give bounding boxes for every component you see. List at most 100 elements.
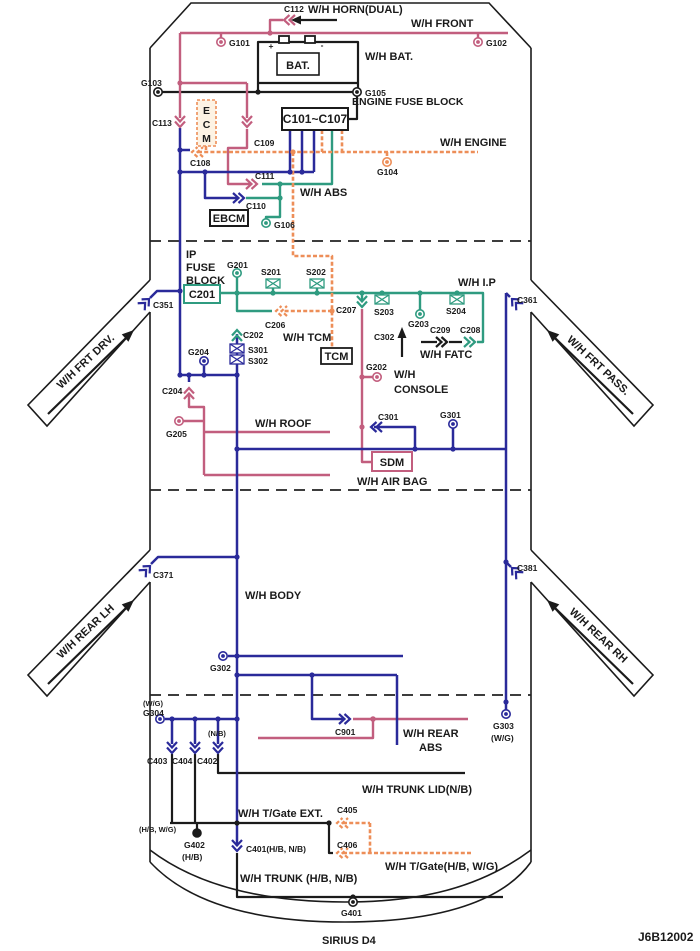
label-g101: G101: [229, 38, 250, 48]
label-wh-trunk-lid: W/H TRUNK LID(N/B): [362, 784, 472, 796]
battery-terminal-pos: [278, 35, 290, 44]
tcm-label: TCM: [325, 351, 349, 363]
label-g204: G204: [188, 347, 209, 357]
wire-wh-tcm: [282, 152, 334, 348]
label-s202: S202: [306, 267, 326, 277]
ground-g304: [155, 713, 166, 724]
label-wh-tcm: W/H TCM: [283, 332, 331, 344]
label-c401: C401(H/B, N/B): [246, 844, 306, 854]
label-c402: C402: [197, 756, 218, 766]
connector-c113: [174, 115, 186, 129]
band-arrow-frt-pass: [552, 335, 634, 415]
wire-fuse-drops: [180, 130, 316, 174]
label-g102: G102: [486, 38, 507, 48]
label-g302: G302: [210, 663, 231, 673]
label-g103: G103: [141, 78, 162, 88]
labels: C112 W/H HORN(DUAL) W/H FRONT G101 G102 …: [139, 4, 694, 947]
connector-c112: [282, 14, 296, 26]
ground-g101: [216, 36, 227, 47]
wire-battery-stems: [256, 83, 360, 92]
ebcm-label: EBCM: [213, 213, 245, 225]
battery-terminal-neg: [304, 35, 316, 44]
ecm-letter-2: C: [203, 119, 211, 131]
label-c406: C406: [337, 840, 358, 850]
car-body-outline: [149, 2, 532, 923]
label-console-2: CONSOLE: [394, 384, 448, 396]
ecm-letter-1: E: [203, 105, 210, 117]
connector-c371: [138, 564, 152, 578]
label-c101-c107: C101~C107: [283, 112, 348, 126]
wire-front-branches: [178, 33, 249, 118]
sdm-box: [371, 451, 413, 472]
wire-c109-to-c111: [226, 129, 250, 186]
label-c109: C109: [254, 138, 275, 148]
wire-c351-link: [149, 289, 180, 299]
connector-c406: [335, 847, 349, 859]
connector-c110: [232, 192, 246, 204]
splice-s301: [229, 343, 245, 354]
ground-g204: [199, 355, 210, 366]
label-g105: G105: [365, 88, 386, 98]
label-wh-frt-pass: W/H FRT PASS.: [564, 334, 631, 398]
label-c111: C111: [255, 171, 275, 181]
label-wh-trunk: W/H TRUNK (H/B, N/B): [240, 873, 358, 885]
connector-c405: [335, 817, 349, 829]
label-wh-fatc: W/H FATC: [420, 349, 472, 361]
ground-g402: [192, 828, 202, 838]
label-g304-note: (W/G): [143, 699, 163, 708]
label-rear-abs-2: ABS: [419, 742, 442, 754]
tcm-box: [320, 347, 353, 365]
c201-label: C201: [189, 289, 215, 301]
band-arrow-rear-lh: [47, 605, 129, 685]
junction-dots: [169, 30, 509, 900]
splice-s204: [449, 294, 465, 305]
ground-g203: [414, 308, 425, 319]
label-g205: G205: [166, 429, 187, 439]
wire-c112-stub: [268, 18, 283, 33]
label-g402: G402: [184, 840, 205, 850]
band-arrow-rear-rh: [552, 605, 634, 685]
wire-engine-stubs: [204, 130, 344, 152]
ground-symbols: [153, 36, 511, 907]
label-wh-bat: W/H BAT.: [365, 51, 413, 63]
diagram-code: J6B12002: [638, 930, 694, 944]
ground-g201: [232, 267, 243, 278]
label-g401: G401: [341, 908, 362, 918]
wire-c371-link: [150, 555, 237, 565]
label-s201: S201: [261, 267, 281, 277]
label-ip-3: BLOCK: [186, 275, 225, 287]
wire-wh-engine: [198, 150, 478, 158]
connector-c361: [510, 297, 524, 311]
label-c204: C204: [162, 386, 183, 396]
splice-s203: [374, 294, 390, 305]
label-wh-tgate: W/H T/Gate(H/B, W/G): [385, 861, 498, 873]
wire-g301-c301-run: [237, 425, 506, 451]
label-wh-roof: W/H ROOF: [255, 418, 311, 430]
ground-g202: [371, 371, 382, 382]
band-rear-rh: W/H REAR RH: [530, 549, 655, 698]
diagram-title: SIRIUS D4: [322, 935, 377, 947]
label-c113: C113: [152, 118, 172, 128]
connector-c108: [190, 146, 204, 158]
label-g201: G201: [227, 260, 248, 270]
wires-blue: [149, 128, 512, 846]
label-c202: C202: [243, 330, 264, 340]
label-c404: C404: [172, 756, 193, 766]
label-c901: C901: [335, 727, 356, 737]
wire-c901-run: [237, 673, 399, 745]
label-g303: G303: [493, 721, 514, 731]
label-engine-fuse-block: ENGINE FUSE BLOCK: [352, 96, 464, 108]
ground-g102: [472, 36, 483, 47]
ecm-letter-3: M: [202, 133, 211, 145]
sdm-label: SDM: [380, 457, 404, 469]
band-frt-pass: W/H FRT PASS.: [530, 279, 655, 428]
label-c405: C405: [337, 805, 358, 815]
splice-s201: [265, 278, 281, 289]
battery-plus: +: [269, 41, 274, 51]
connector-c204: [183, 386, 195, 400]
connector-c301: [369, 421, 383, 433]
wire-ip-main: [220, 291, 485, 344]
label-c108: C108: [190, 158, 211, 168]
splice-s302: [229, 354, 245, 365]
